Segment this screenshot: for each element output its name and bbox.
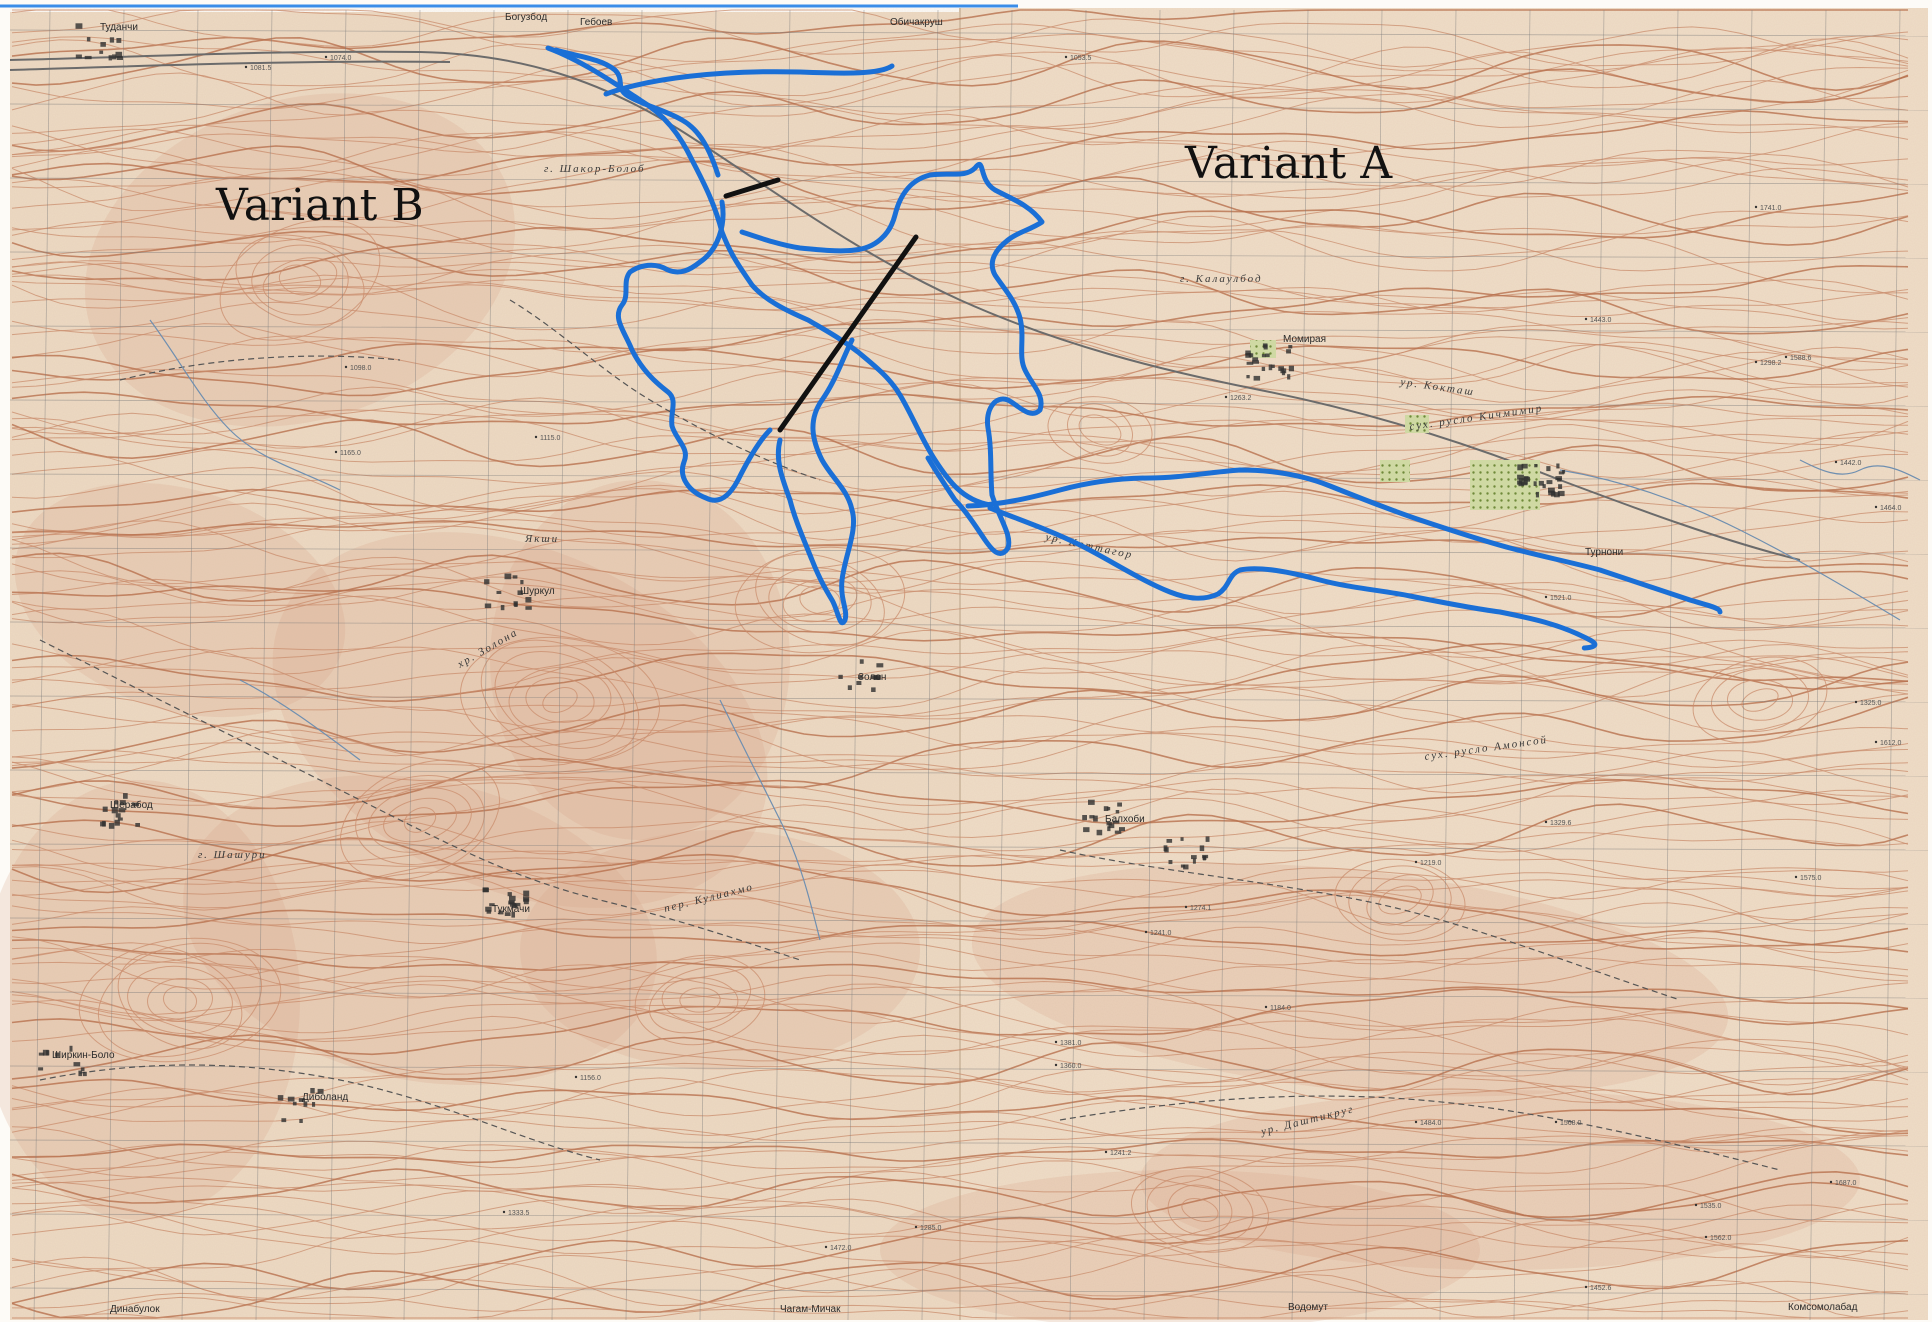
elevation-label: 1588.6 (1790, 355, 1812, 362)
variant-b-label: Variant B (215, 180, 424, 231)
orchards (1250, 340, 1540, 510)
place-label-obichakhrud: Обичакруш (890, 16, 943, 28)
elevation-label: 1452.6 (1590, 1285, 1612, 1292)
place-label-diboland: Диболанд (302, 1091, 348, 1103)
place-label-chagam: Чагам-Мичак (780, 1304, 841, 1315)
place-label-turnoni: Турнони (1585, 547, 1623, 558)
route-variant-a-upper[interactable] (965, 467, 1723, 615)
place-label-tukmachi: Тукмачи (492, 904, 530, 915)
route-variant-b-main[interactable] (545, 45, 993, 508)
feature-label-kalaulbod: г. Калаулбод (1180, 273, 1263, 285)
route-lines[interactable] (545, 45, 1723, 651)
feature-label-shakor: г. Шакор-Болоб (544, 163, 646, 175)
contour-lines (11, 9, 1909, 1319)
elevation-label: 1612.0 (1880, 740, 1902, 747)
elevation-label: 1741.0 (1760, 205, 1782, 212)
elevation-label: 1575.0 (1800, 875, 1822, 882)
elevation-label: 1568.0 (1560, 1120, 1582, 1127)
elevation-label: 1241.2 (1110, 1150, 1132, 1157)
place-label-komsomolabad: Комсомолабад (1788, 1301, 1858, 1313)
place-label-tudanchi: Туданчи (100, 22, 138, 33)
elevation-label: 1263.2 (1230, 395, 1252, 402)
elevation-label: 1381.0 (1060, 1040, 1082, 1047)
elevation-label: 1562.0 (1710, 1235, 1732, 1242)
place-label-balkhobi: Балхоби (1105, 813, 1145, 825)
route-variant-b-east-branch[interactable] (739, 162, 1045, 556)
elevation-label: 1360.0 (1060, 1063, 1082, 1070)
elevation-label: 1329.6 (1550, 820, 1572, 827)
elevation-label: 1443.0 (1590, 317, 1612, 324)
elevation-label: 1298.2 (1760, 360, 1782, 367)
elevation-label: 1464.0 (1880, 505, 1902, 512)
feature-label-shashuri: г. Шашури (198, 849, 267, 861)
route-variant-b-west-branch[interactable] (615, 199, 773, 503)
tunnel-segment-diagonal[interactable] (777, 234, 919, 433)
elevation-label: 1219.0 (1420, 860, 1442, 867)
place-label-shurkul: Шуркул (520, 586, 555, 597)
tunnel-segment-north[interactable] (723, 177, 781, 199)
place-label-dinabulok: Динабулок (110, 1303, 160, 1315)
elevation-label: 1442.0 (1840, 460, 1862, 467)
elevation-label: 1081.5 (250, 65, 272, 72)
elevation-label: 1535.0 (1700, 1203, 1722, 1210)
elevation-label: 1325.0 (1860, 700, 1882, 707)
route-variant-b-center-branch[interactable] (775, 337, 857, 625)
roads (9, 50, 1801, 1171)
place-label-momiraya: Момирая (1283, 334, 1326, 345)
elevation-label: 1115.0 (540, 435, 560, 442)
route-variant-b-north-arm[interactable] (553, 47, 721, 178)
elevation-label: 1184.0 (1270, 1005, 1291, 1012)
streams (149, 319, 1921, 941)
elevation-label: 1241.0 (1150, 930, 1172, 937)
elevation-label: 1333.5 (508, 1210, 530, 1217)
elevation-label: 1687.0 (1835, 1180, 1857, 1187)
feature-label-yakshi: Якши (524, 533, 559, 545)
place-label-vodomut: Водомут (1288, 1302, 1328, 1313)
elevation-label: 1053.5 (1070, 55, 1092, 62)
place-label-sherobod: Шерабод (110, 799, 153, 811)
place-label-zolon: Золон (858, 672, 886, 683)
route-variant-a-lower[interactable] (987, 505, 1598, 651)
settlements (38, 23, 1566, 1123)
coordinate-grid (9, 9, 1929, 1321)
variant-a-label: Variant A (1184, 138, 1393, 189)
place-label-gebolev: Гебоев (580, 16, 612, 28)
elevation-label: 1156.0 (580, 1075, 601, 1082)
elevation-label: 1521.0 (1550, 595, 1572, 602)
elevation-label: 1274.1 (1190, 905, 1212, 912)
route-variant-b-top-loop[interactable] (603, 63, 895, 97)
elevation-labels: 1081.5 1074.0 1053.5 1263.2 1274.1 1241.0 1329… (244, 55, 1902, 1292)
place-label-boguzbod: Богузбод (505, 11, 547, 23)
elevation-label: 1484.0 (1420, 1120, 1442, 1127)
elevation-label: 1472.0 (830, 1245, 852, 1252)
place-label-shirkin: Ширкин-Боло (52, 1050, 115, 1061)
elevation-label: 1165.0 (340, 450, 361, 457)
elevation-label: 1098.0 (350, 365, 372, 372)
tunnel-segments[interactable] (723, 177, 919, 433)
elevation-label: 1285.0 (920, 1225, 942, 1232)
elevation-label: 1074.0 (330, 55, 352, 62)
